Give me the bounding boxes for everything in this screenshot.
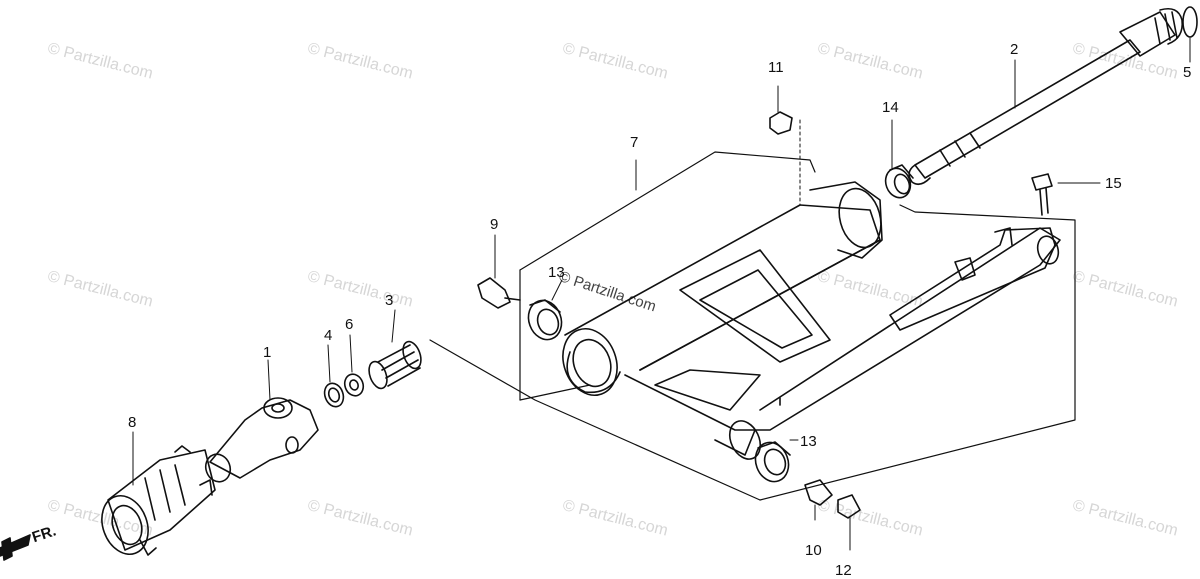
callout-4[interactable]: 4 [324, 327, 333, 344]
callout-10[interactable]: 10 [805, 542, 822, 559]
grease-fitting [804, 479, 833, 521]
callout-5[interactable]: 5 [1183, 64, 1192, 81]
callout-13-upper[interactable]: 13 [548, 264, 565, 281]
callout-15[interactable]: 15 [1105, 175, 1122, 192]
callout-1[interactable]: 1 [263, 344, 272, 361]
pivot-bolt [477, 234, 521, 309]
flange-bolt [1031, 173, 1101, 216]
callout-14[interactable]: 14 [882, 99, 899, 116]
cap-nut [769, 85, 801, 206]
swingarm [562, 159, 1061, 460]
universal-joint [204, 359, 319, 483]
ring [323, 344, 345, 408]
callout-7[interactable]: 7 [630, 134, 639, 151]
boot [101, 431, 216, 556]
dust-seal [884, 119, 914, 199]
spring [368, 309, 422, 390]
callout-13-lower[interactable]: 13 [800, 433, 817, 450]
callout-8[interactable]: 8 [128, 414, 137, 431]
drive-shaft [908, 7, 1184, 186]
callout-12[interactable]: 12 [835, 562, 852, 579]
fitting-cap [837, 494, 861, 551]
front-arrow [0, 534, 31, 561]
callout-9[interactable]: 9 [490, 216, 499, 233]
pivot-bushing-upper [527, 279, 563, 341]
washer [343, 334, 365, 397]
o-ring [1182, 6, 1198, 63]
callout-6[interactable]: 6 [345, 316, 354, 333]
callout-3[interactable]: 3 [385, 292, 394, 309]
callout-11[interactable]: 11 [768, 59, 784, 76]
pivot-bushing-lower [754, 439, 799, 483]
swingarm-group-bracket [429, 151, 1076, 501]
callout-2[interactable]: 2 [1010, 41, 1019, 58]
